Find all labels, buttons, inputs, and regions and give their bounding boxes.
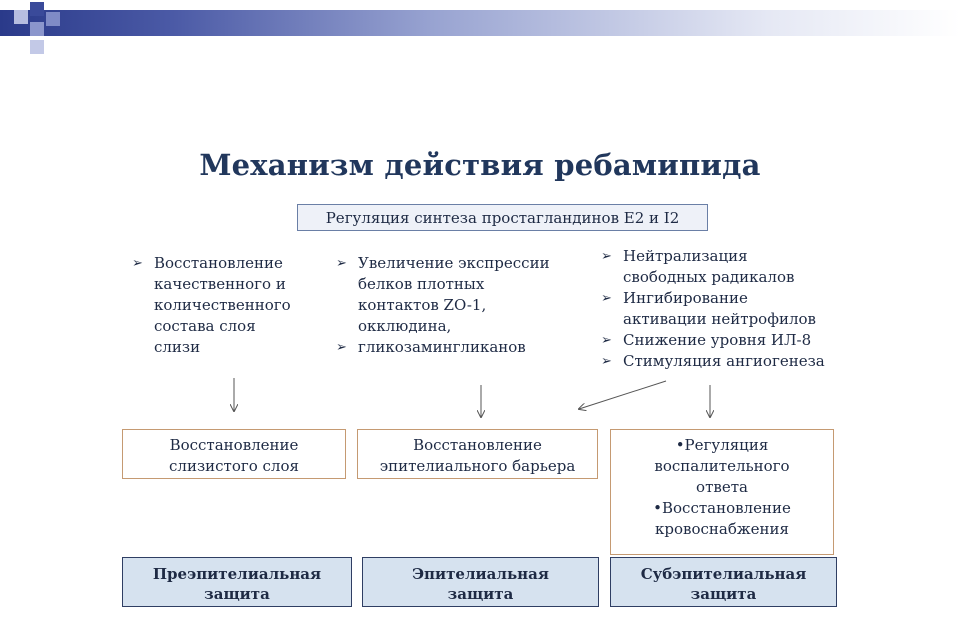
box-text-line: защита	[204, 585, 270, 603]
list-item-line: Восстановление	[154, 254, 283, 272]
list-item-line: Стимуляция ангиогенеза	[623, 352, 825, 370]
box-text-line: Преэпителиальная	[152, 565, 322, 583]
arrow-bullet-icon: ➢	[336, 256, 347, 271]
box-text-line: воспалительного	[654, 457, 790, 475]
deco-square	[30, 22, 44, 36]
arrow-bullet-icon: ➢	[601, 354, 612, 369]
box-text-line: ответа	[696, 478, 748, 496]
list-item: ➢ гликозамингликанов	[336, 337, 586, 358]
mechanism-list-mucus: ➢ Восстановление качественного и количестве…	[132, 253, 332, 358]
list-item-line: окклюдина,	[358, 317, 452, 335]
mechanism-list-epithelium: ➢ Увеличение экспрессии белков плотных конт…	[336, 253, 586, 358]
box-text-line: кровоснабжения	[655, 520, 789, 538]
box-text-line: Субэпителиальная	[640, 565, 807, 583]
arrow-bullet-icon: ➢	[601, 249, 612, 264]
mechanism-list-subepithelium: ➢ Нейтрализация свободных радикалов ➢ Ингиби…	[601, 246, 861, 372]
outcome-box-epithelium: Восстановление эпителиального барьера	[357, 429, 598, 479]
list-item-line: гликозамингликанов	[358, 338, 526, 356]
box-text-line: Восстановление	[169, 436, 299, 454]
box-text-line: защита	[690, 585, 757, 603]
box-text-line: Восстановление	[413, 436, 542, 454]
arrow-bullet-icon: ➢	[601, 291, 612, 306]
list-item-line: контактов ZO-1,	[358, 296, 487, 314]
list-item-line: качественного и	[154, 275, 286, 293]
list-item-line: количественного	[154, 296, 291, 314]
list-item-line: Увеличение экспрессии	[358, 254, 550, 272]
deco-square	[46, 12, 60, 26]
box-text-line: защита	[447, 585, 514, 603]
box-text-line: слизистого слоя	[169, 457, 299, 475]
box-text-line: Эпителиальная	[412, 565, 549, 583]
slide-title: Механизм действия ребамипида	[199, 148, 761, 182]
outcome-box-subepithelium: •Регуляция воспалительного ответа •Восстано…	[610, 429, 834, 555]
list-item: ➢ Снижение уровня ИЛ-8	[601, 330, 861, 351]
list-item-line: активации нейтрофилов	[623, 310, 816, 328]
list-item: ➢ Увеличение экспрессии белков плотных конт…	[336, 253, 586, 337]
protection-box-preepithelial: Преэпителиальная защита	[122, 557, 352, 607]
list-item-line: свободных радикалов	[623, 268, 795, 286]
protection-box-subepithelial: Субэпителиальная защита	[610, 557, 837, 607]
list-item-line: слизи	[154, 338, 201, 356]
arrow-diagonal	[579, 380, 667, 409]
list-item-line: состава слоя	[154, 317, 256, 335]
list-item-line: Нейтрализация	[623, 247, 748, 265]
protection-box-epithelial: Эпителиальная защита	[362, 557, 599, 607]
box-text-line: эпителиального барьера	[379, 457, 576, 475]
deco-square	[30, 2, 44, 16]
prostaglandin-box: Регуляция синтеза простагландинов Е2 и I…	[297, 204, 708, 231]
list-item-line: Ингибирование	[623, 289, 748, 307]
list-item: ➢ Нейтрализация свободных радикалов	[601, 246, 861, 288]
arrow-bullet-icon: ➢	[132, 256, 143, 271]
list-item: ➢ Ингибирование активации нейтрофилов	[601, 288, 861, 330]
list-item-line: Снижение уровня ИЛ-8	[623, 331, 812, 349]
deco-square	[30, 40, 44, 54]
outcome-box-mucus: Восстановление слизистого слоя	[122, 429, 346, 479]
list-item: ➢ Восстановление качественного и количестве…	[132, 253, 332, 358]
deco-square	[14, 10, 28, 24]
header-band	[0, 10, 960, 36]
arrow-bullet-icon: ➢	[336, 340, 347, 355]
arrow-bullet-icon: ➢	[601, 333, 612, 348]
list-item-line: белков плотных	[358, 275, 485, 293]
box-text-line: •Регуляция	[675, 436, 769, 454]
box-text-line: •Восстановление	[653, 499, 791, 517]
list-item: ➢ Стимуляция ангиогенеза	[601, 351, 861, 372]
